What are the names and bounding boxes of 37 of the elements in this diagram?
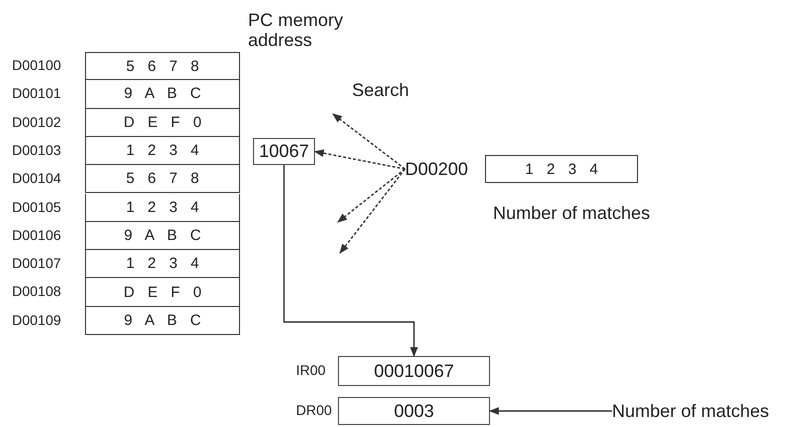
arrow — [489, 407, 612, 415]
dashed-arrow — [339, 168, 406, 254]
arrow — [283, 165, 418, 357]
address-label: DR00 — [296, 402, 332, 418]
annotation-text: Search — [352, 80, 410, 100]
search-data-box: 1 2 3 4 — [485, 155, 638, 183]
address-label: IR00 — [296, 362, 326, 378]
dashed-arrow — [337, 168, 406, 223]
address-label: D00107 — [12, 255, 62, 272]
address-label: D00100 — [12, 57, 62, 73]
address-label: D00104 — [12, 170, 62, 186]
address-label: D00108 — [12, 283, 62, 300]
caption-text: PC memory address — [248, 10, 344, 50]
memory-cell: 1 2 3 4 — [85, 194, 240, 222]
memory-cell: 1 2 3 4 — [85, 250, 240, 278]
annotation-text: Number of matches — [493, 203, 650, 223]
address-label: D00102 — [12, 114, 62, 130]
dashed-arrow — [314, 149, 406, 170]
dashed-arrow — [332, 113, 406, 170]
memory-cell: 5 6 7 8 — [85, 52, 240, 80]
register-box: 00010067 — [338, 356, 490, 386]
address-label: D00109 — [12, 312, 62, 328]
register-box: 0003 — [338, 397, 490, 425]
annotation-text: Number of matches — [612, 399, 808, 423]
memory-cell: 9 A B C — [85, 80, 240, 109]
memory-cell: 1 2 3 4 — [85, 136, 240, 166]
memory-cell: D E F 0 — [85, 108, 240, 137]
memory-cell: 9 A B C — [85, 222, 240, 250]
address-label: D00101 — [12, 85, 62, 102]
memory-cell: 5 6 7 8 — [85, 165, 240, 194]
address-box: 10067 — [253, 138, 315, 165]
memory-cell: 9 A B C — [85, 306, 240, 335]
address-label: D00105 — [12, 198, 62, 214]
memory-cell: D E F 0 — [85, 278, 240, 307]
register-name: D00200 — [405, 157, 483, 181]
address-label: D00103 — [12, 142, 62, 158]
address-label: D00106 — [12, 226, 62, 243]
